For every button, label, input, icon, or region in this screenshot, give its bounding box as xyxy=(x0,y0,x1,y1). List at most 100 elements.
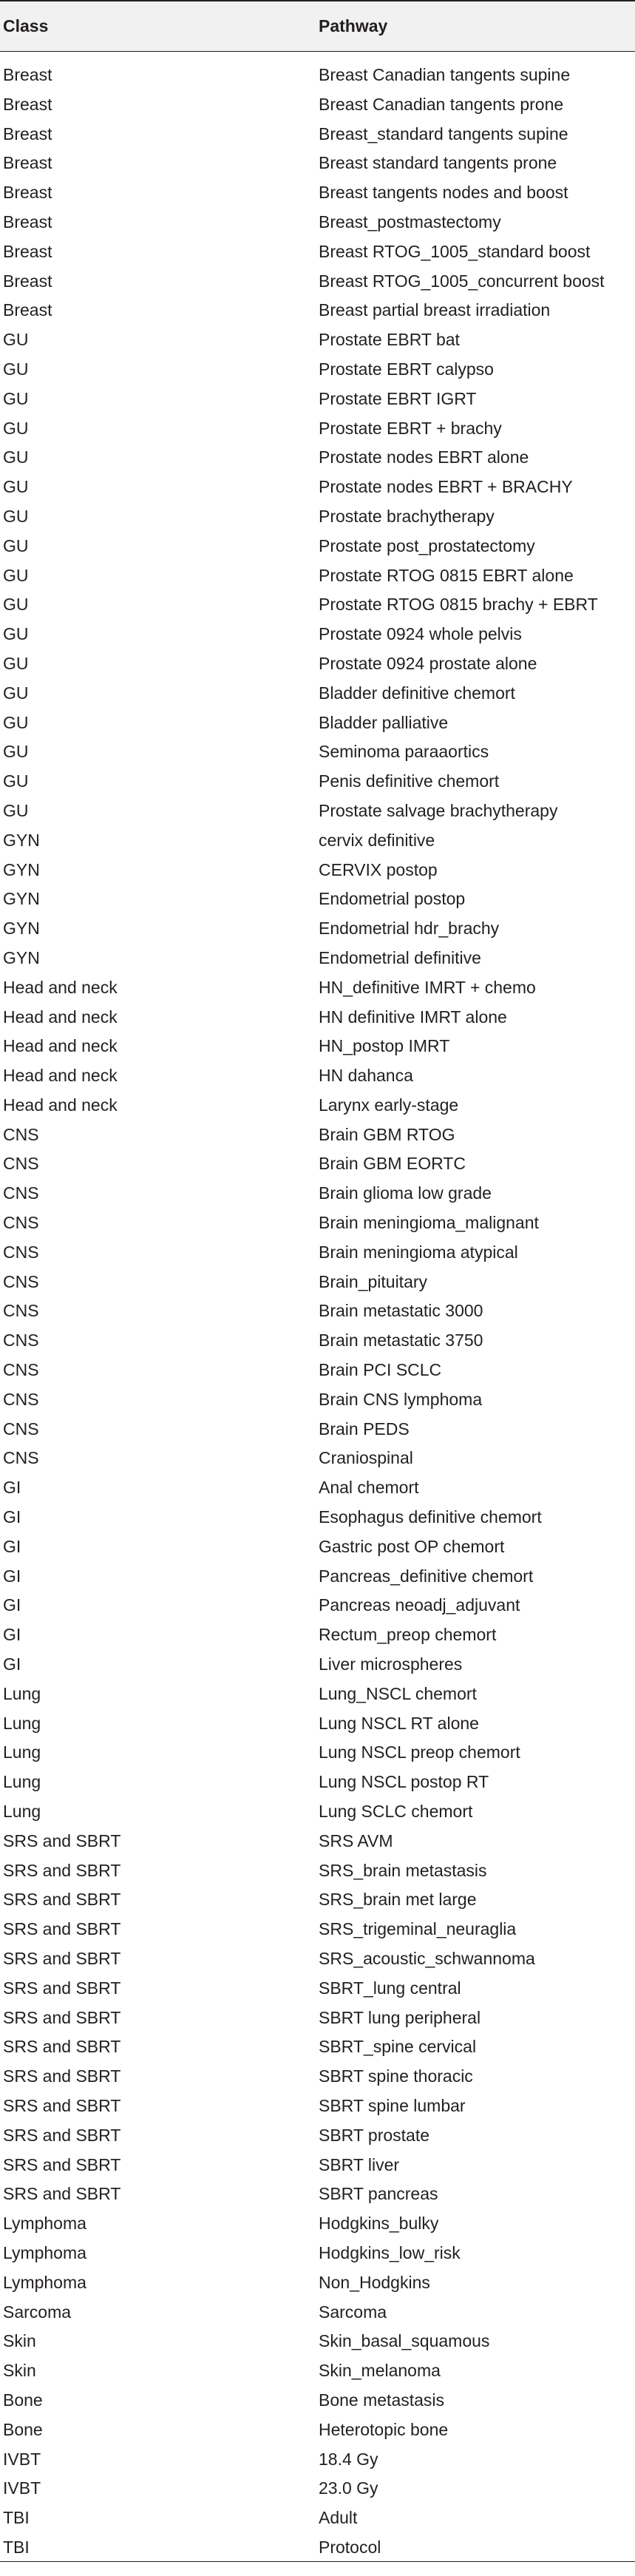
cell-pathway: Breast_postmastectomy xyxy=(319,212,501,231)
cell-class: GU xyxy=(3,595,29,615)
cell-class: GU xyxy=(3,418,29,438)
cell-class: Lung xyxy=(3,1802,41,1822)
cell-pathway: Breast Canadian tangents supine xyxy=(319,65,571,84)
cell-class: Breast xyxy=(3,94,52,114)
table-row: SRS and SBRT SRS_trigeminal_neuraglia xyxy=(0,1913,635,1943)
cell-pathway: Esophagus definitive chemort xyxy=(319,1507,542,1527)
cell-pathway: Brain CNS lymphoma xyxy=(319,1389,483,1409)
cell-class: Lung xyxy=(3,1772,41,1792)
cell-pathway: Breast RTOG_1005_concurrent boost xyxy=(319,271,605,291)
cell-class: CNS xyxy=(3,1242,39,1262)
cell-class: SRS and SBRT xyxy=(3,2154,121,2174)
cell-class: GI xyxy=(3,1654,21,1674)
cell-class: GU xyxy=(3,624,29,644)
cell-pathway: SRS_acoustic_schwannoma xyxy=(319,1949,535,1968)
cell-pathway: Prostate brachytherapy xyxy=(319,506,495,526)
cell-class: GI xyxy=(3,1566,21,1586)
cell-pathway: Hodgkins_low_risk xyxy=(319,2242,461,2262)
column-header-class: Class xyxy=(3,16,49,36)
cell-pathway: Prostate EBRT IGRT xyxy=(319,388,477,408)
cell-pathway: Prostate EBRT bat xyxy=(319,330,460,350)
table-row: Breast Breast RTOG_1005_concurrent boost xyxy=(0,266,635,295)
cell-class: CNS xyxy=(3,1213,39,1233)
table-row: SRS and SBRT SBRT_lung central xyxy=(0,1972,635,2002)
table-row: GU Prostate 0924 prostate alone xyxy=(0,648,635,677)
cell-class: CNS xyxy=(3,1389,39,1409)
cell-pathway: SRS AVM xyxy=(319,1830,393,1850)
cell-pathway: SBRT_lung central xyxy=(319,1978,461,1998)
cell-class: Head and neck xyxy=(3,1095,118,1115)
cell-pathway: Bone metastasis xyxy=(319,2390,445,2410)
cell-class: SRS and SBRT xyxy=(3,1919,121,1939)
cell-pathway: Endometrial hdr_brachy xyxy=(319,919,500,939)
cell-pathway: Hodgkins_bulky xyxy=(319,2214,439,2234)
cell-pathway: Non_Hodgkins xyxy=(319,2272,430,2292)
cell-class: GYN xyxy=(3,889,40,909)
cell-class: TBI xyxy=(3,2537,30,2557)
cell-pathway: HN definitive IMRT alone xyxy=(319,1007,507,1027)
cell-pathway: Pancreas neoadj_adjuvant xyxy=(319,1595,520,1615)
cell-class: GU xyxy=(3,565,29,585)
cell-class: Bone xyxy=(3,2419,43,2439)
cell-class: Breast xyxy=(3,153,52,173)
cell-pathway: Brain glioma low grade xyxy=(319,1183,492,1203)
cell-class: Breast xyxy=(3,271,52,291)
cell-class: GYN xyxy=(3,830,40,850)
cell-pathway: Protocol xyxy=(319,2537,381,2557)
cell-class: SRS and SBRT xyxy=(3,1890,121,1910)
cell-pathway: Brain PCI SCLC xyxy=(319,1360,442,1380)
cell-pathway: SBRT lung peripheral xyxy=(319,2007,481,2027)
cell-pathway: Prostate 0924 prostate alone xyxy=(319,653,537,673)
cell-pathway: Skin_melanoma xyxy=(319,2361,441,2381)
cell-pathway: CERVIX postop xyxy=(319,859,438,879)
cell-pathway: Prostate nodes EBRT + BRACHY xyxy=(319,477,573,497)
cell-class: GI xyxy=(3,1478,21,1498)
table-row: Bone Heterotopic bone xyxy=(0,2414,635,2444)
table-row: CNS Brain CNS lymphoma xyxy=(0,1384,635,1413)
cell-class: GYN xyxy=(3,859,40,879)
cell-class: Lymphoma xyxy=(3,2242,86,2262)
cell-class: GU xyxy=(3,653,29,673)
cell-class: Lung xyxy=(3,1683,41,1703)
table-header: Class Pathway xyxy=(0,0,635,52)
cell-class: CNS xyxy=(3,1183,39,1203)
cell-class: SRS and SBRT xyxy=(3,1978,121,1998)
cell-pathway: Brain GBM RTOG xyxy=(319,1124,455,1144)
cell-class: CNS xyxy=(3,1448,39,1468)
cell-pathway: Heterotopic bone xyxy=(319,2419,449,2439)
cell-pathway: Prostate RTOG 0815 brachy + EBRT xyxy=(319,595,598,615)
cell-class: CNS xyxy=(3,1301,39,1321)
cell-pathway: 18.4 Gy xyxy=(319,2449,378,2469)
cell-pathway: SRS_trigeminal_neuraglia xyxy=(319,1919,517,1939)
